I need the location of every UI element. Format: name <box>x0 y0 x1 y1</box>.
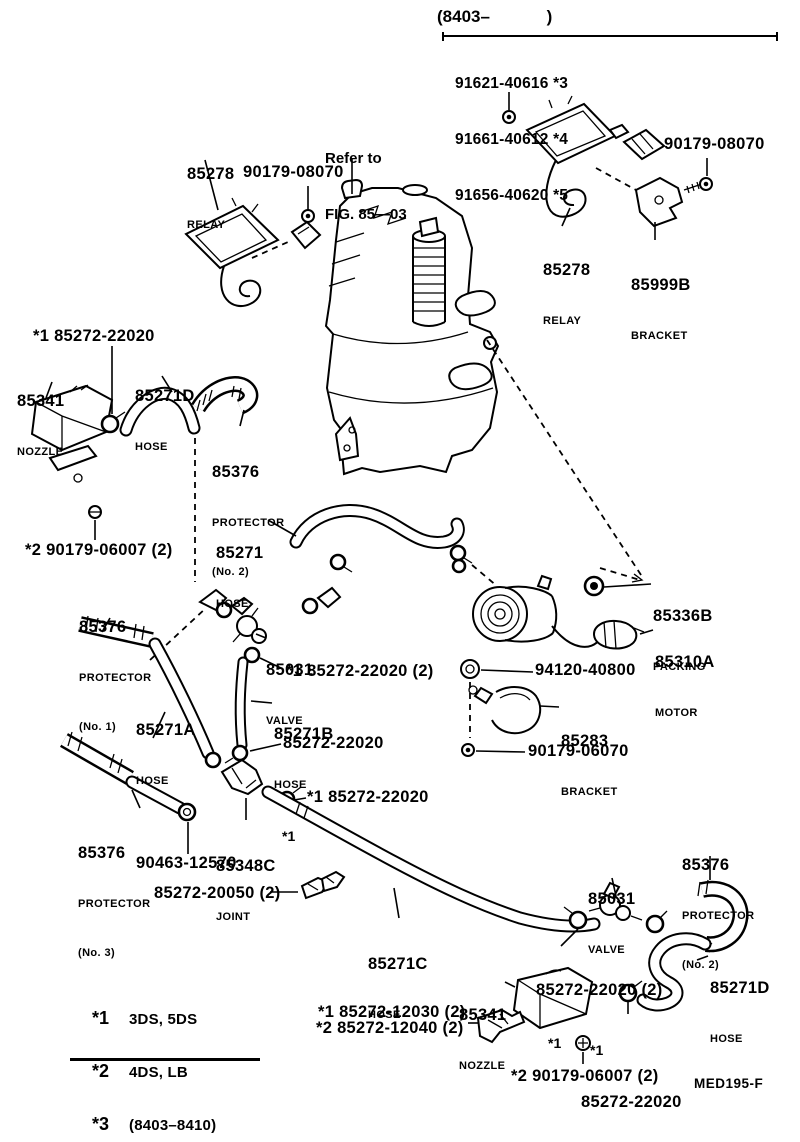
label-nut-bracket: 90179-06070 <box>528 742 629 760</box>
clip-20050-drawing <box>300 870 346 900</box>
label-protector1: 85376 PROTECTOR (No. 1) <box>79 618 152 734</box>
label-protector3: 85376 PROTECTOR (No. 3) <box>78 844 151 960</box>
label-clamp-valve: *1 85272-22020 (2) <box>286 662 434 680</box>
legend-row: *3 (8403–8410) <box>92 1114 217 1135</box>
nozzle-left-drawing <box>30 384 126 519</box>
variant-part-list: 91621-40616 *3 91661-40612 *4 91656-4062… <box>455 38 568 241</box>
hose-85271a-drawing <box>78 615 222 769</box>
label-nozzle-left: 85341 NOZZLE <box>17 392 65 459</box>
model-range-header: (8403– ) <box>437 7 553 26</box>
label-screw-left: *2 90179-06007 (2) <box>25 541 173 559</box>
variant-part: 91661-40612 *4 <box>455 130 569 148</box>
variant-part: 91621-40616 *3 <box>455 75 569 92</box>
label-valve-right: 85031 VALVE <box>588 890 636 957</box>
label-joint-85348c: 85348C JOINT <box>216 857 276 924</box>
label-valve-mid: 85031 VALVE <box>266 661 314 728</box>
label-clamp-c: *1 85272-22020 <box>307 788 429 806</box>
hose-85271d-right-drawing <box>618 879 749 1012</box>
label-protector2-left: 85376 PROTECTOR (No. 2) <box>212 463 285 579</box>
label-hose-85271a: 85271A HOSE <box>136 721 196 788</box>
label-relay-right: 85278 RELAY <box>543 261 591 328</box>
label-nut-94120: 94120-40800 <box>535 661 636 679</box>
label-clamp-12030: *1 85272-12030 (2) <box>318 1003 466 1021</box>
legend-row: *2 4DS, LB <box>92 1061 188 1082</box>
label-protector2-right: 85376 PROTECTOR (No. 2) <box>682 856 755 972</box>
label-clamp-12040: *2 85272-12040 (2) <box>316 1019 464 1037</box>
legend-underline <box>70 1058 260 1061</box>
label-hose-85271: 85271 HOSE <box>216 544 264 611</box>
label-hose-85271d-right: 85271D HOSE <box>710 979 770 1046</box>
valve-85031-mid-drawing <box>149 586 342 764</box>
label-bracket-85999b: 85999B BRACKET <box>631 276 691 343</box>
valve-85031-right-drawing <box>563 881 668 934</box>
label-screw-bottom: *2 90179-06007 (2) <box>511 1067 659 1085</box>
leader-lines <box>45 158 711 1064</box>
legend-row: *1 3DS, 5DS <box>92 1008 198 1028</box>
figure-code: MED195-F <box>694 1076 764 1091</box>
hose-85271d-left-drawing <box>119 376 259 582</box>
hose-85271-drawing <box>289 504 473 574</box>
label-motor-85310a: 85310A MOTOR <box>655 653 715 720</box>
label-clamp-20050: 85272-20050 (2) <box>154 884 281 902</box>
label-clamp-top: *1 85272-22020 <box>33 327 155 345</box>
label-clamp-b: 85272-22020 <box>283 734 384 752</box>
label-hose-85271c: 85271C HOSE <box>368 955 428 1022</box>
label-hose-85271b: 85271B HOSE *1 <box>274 725 334 845</box>
hose-85271c-drawing <box>261 785 601 933</box>
label-clamp-d: 85272-22020 (2) *1 <box>536 981 663 1052</box>
label-nozzle-bottom: 85341 NOZZLE <box>459 1006 507 1073</box>
label-nut-right: 90179-08070 <box>664 135 765 153</box>
variant-part: 91656-40620 *5 <box>455 186 569 204</box>
refer-note: Refer to FIG. 85—03 <box>325 150 407 224</box>
legend: *1 3DS, 5DS *2 4DS, LB *3 (8403–8410) *4… <box>92 973 217 1142</box>
label-hose-85271d-left: 85271D HOSE <box>135 387 195 454</box>
label-clamp-bottom: *1 85272-22020 <box>581 1042 682 1112</box>
label-grommet-90463: 90463-12570 <box>136 854 237 872</box>
relay-right-drawing <box>525 95 713 228</box>
washer-tank-drawing <box>324 178 500 476</box>
label-packing-85336b: 85336B PACKING <box>653 607 713 674</box>
motor-85310a-drawing <box>460 339 645 757</box>
label-nut-left: 90179-08070 <box>243 163 344 181</box>
label-bracket-85283: 85283 BRACKET <box>561 732 618 799</box>
joint-85348c-drawing <box>60 731 302 822</box>
nozzle-bottom-drawing <box>476 966 594 1051</box>
relay-left-drawing <box>184 197 322 307</box>
label-relay-left: 85278 RELAY <box>187 165 235 232</box>
header-bracket <box>442 32 778 124</box>
